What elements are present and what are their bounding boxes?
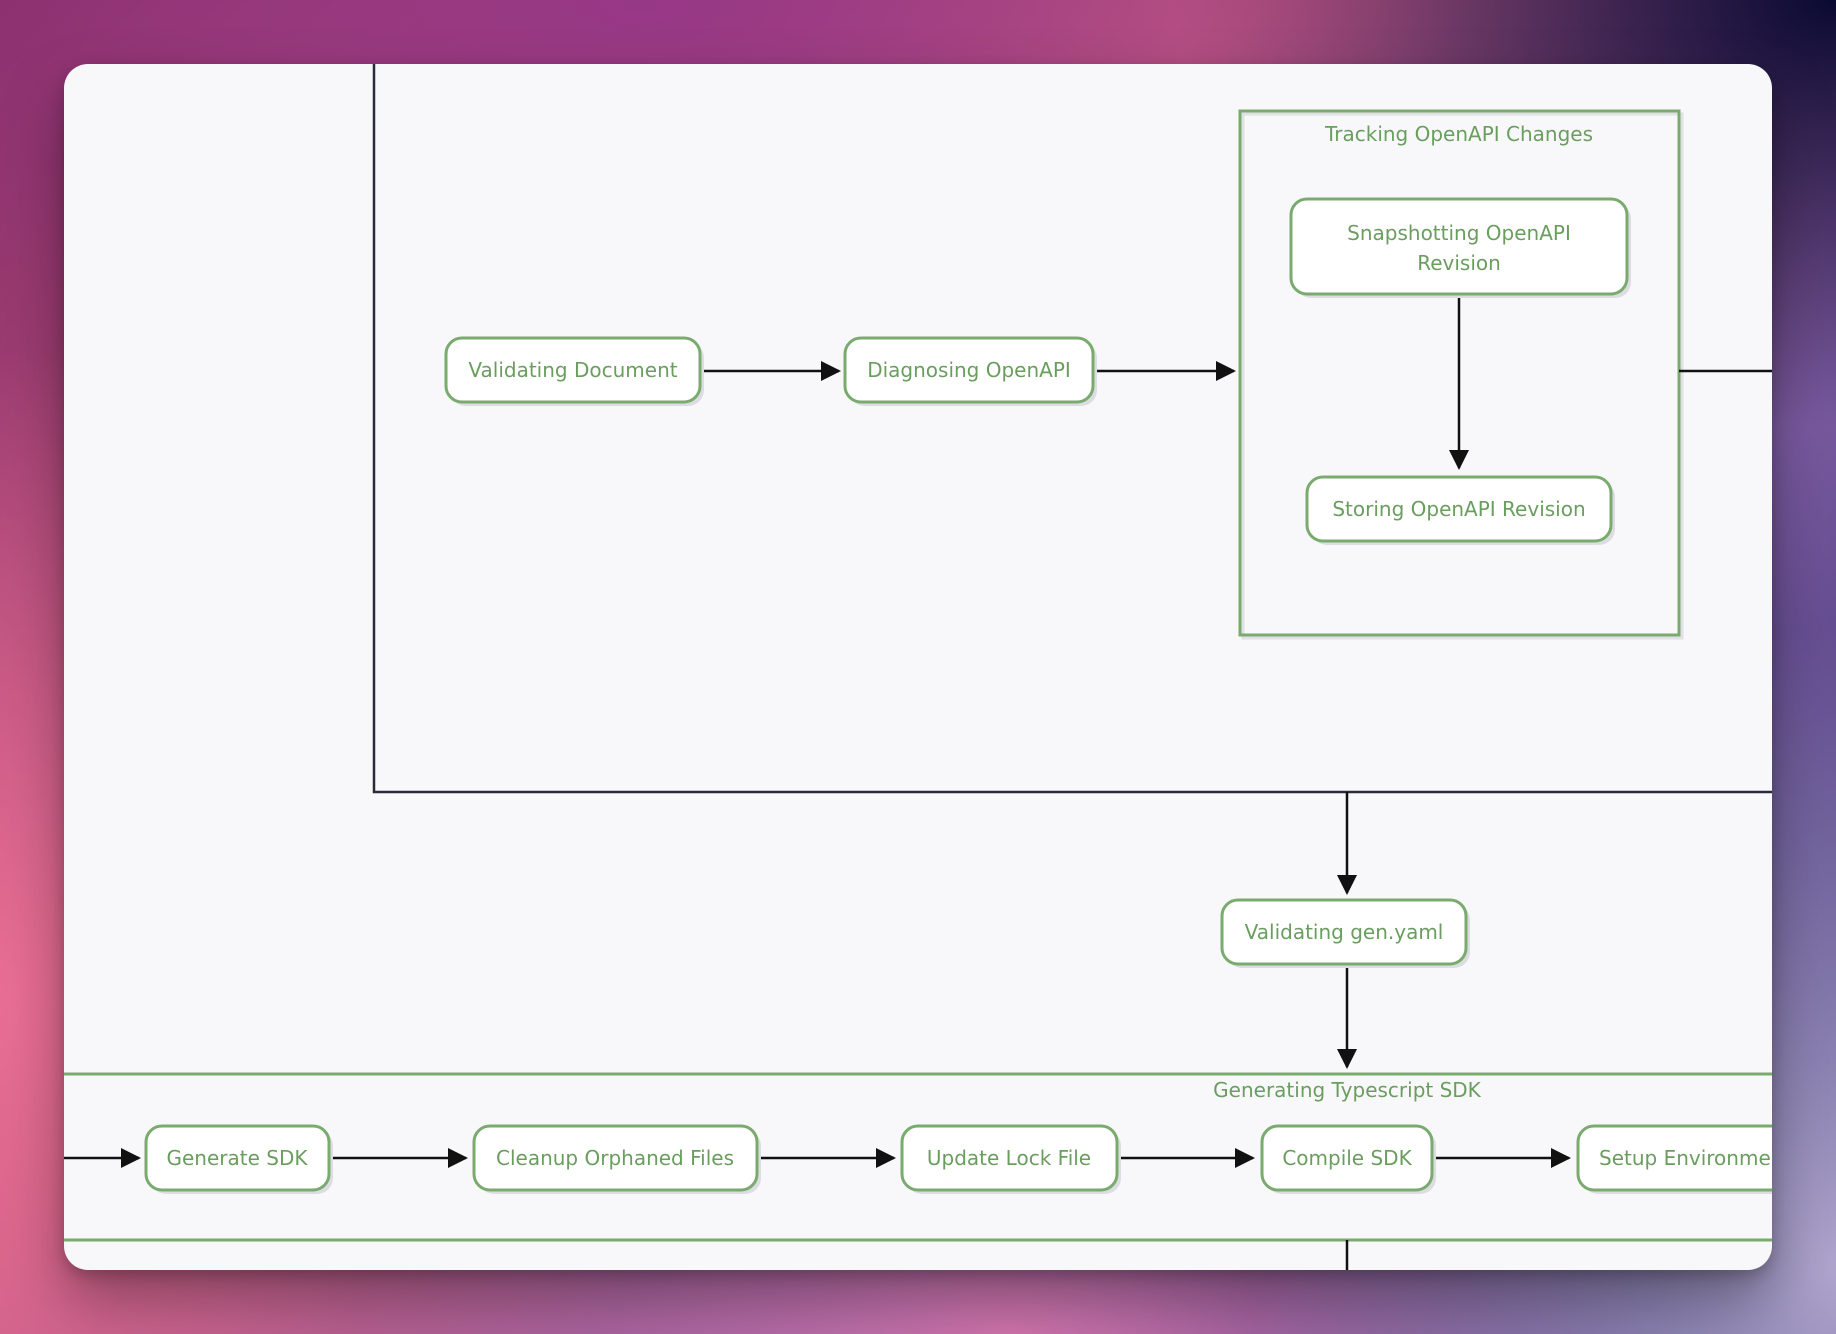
node-label: Diagnosing OpenAPI: [867, 358, 1071, 382]
node-label: Cleanup Orphaned Files: [496, 1146, 734, 1170]
cluster-title-tracking: Tracking OpenAPI Changes: [1324, 122, 1593, 146]
node-generate-sdk[interactable]: Generate SDK: [144, 1124, 333, 1194]
cluster-generating-typescript-sdk: Generating Typescript SDK: [64, 1072, 1772, 1242]
node-label: Setup Environment: [1599, 1146, 1772, 1170]
node-validating-document[interactable]: Validating Document: [444, 336, 704, 406]
node-label: Storing OpenAPI Revision: [1332, 497, 1585, 521]
node-label: Update Lock File: [927, 1146, 1091, 1170]
diagram-window: Tracking OpenAPI Changes Generating Type…: [64, 64, 1772, 1270]
node-storing-openapi-revision[interactable]: Storing OpenAPI Revision: [1305, 475, 1615, 545]
node-snapshotting-openapi-revision[interactable]: Snapshotting OpenAPI Revision: [1289, 197, 1631, 298]
node-label: Validating Document: [468, 358, 677, 382]
outer-group-frame: [372, 64, 1772, 794]
node-validating-gen-yaml[interactable]: Validating gen.yaml: [1220, 898, 1470, 968]
node-label: Generate SDK: [167, 1146, 309, 1170]
node-label-line2: Revision: [1417, 251, 1501, 275]
cluster-tracking-openapi-changes: Tracking OpenAPI Changes: [1238, 109, 1684, 640]
node-label: Compile SDK: [1282, 1146, 1412, 1170]
node-update-lock-file[interactable]: Update Lock File: [900, 1124, 1121, 1194]
edges: [64, 298, 1772, 1270]
node-diagnosing-openapi[interactable]: Diagnosing OpenAPI: [843, 336, 1097, 406]
diagram-canvas[interactable]: Tracking OpenAPI Changes Generating Type…: [64, 64, 1772, 1270]
node-compile-sdk[interactable]: Compile SDK: [1260, 1124, 1436, 1194]
node-setup-environment[interactable]: Setup Environment: [1576, 1124, 1772, 1194]
node-label: Validating gen.yaml: [1245, 920, 1444, 944]
node-cleanup-orphaned-files[interactable]: Cleanup Orphaned Files: [472, 1124, 761, 1194]
cluster-title-generating: Generating Typescript SDK: [1213, 1078, 1482, 1102]
node-label-line1: Snapshotting OpenAPI: [1347, 221, 1571, 245]
